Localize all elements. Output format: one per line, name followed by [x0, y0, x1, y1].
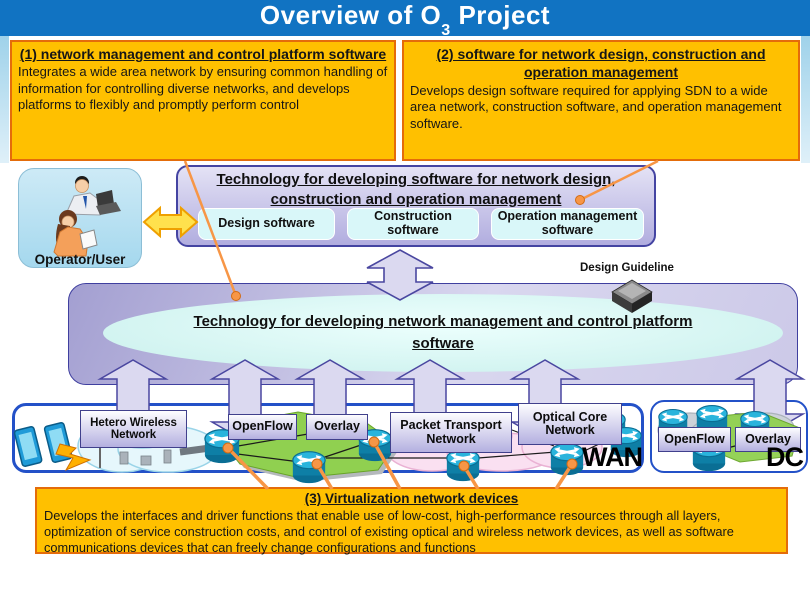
- design-software-items: Design software Construction software Op…: [198, 208, 644, 240]
- callout-box-3: (3) Virtualization network devices Devel…: [35, 487, 788, 556]
- platform-title: Technology for developing network manage…: [193, 313, 693, 352]
- dc-openflow-label: OpenFlow: [658, 427, 731, 452]
- platform-box: Technology for developing network manage…: [68, 283, 798, 385]
- optical-core-network-label: Optical Core Network: [518, 403, 622, 445]
- callout-2-body: Develops design software required for ap…: [410, 82, 782, 131]
- design-software-box: Technology for developing software for n…: [176, 165, 656, 247]
- slide-title: Overview of O3 Project: [259, 0, 551, 40]
- callout-box-1: (1) network management and control platf…: [10, 40, 396, 161]
- wan-label: WAN: [582, 442, 643, 472]
- wan-overlay-label: Overlay: [306, 414, 368, 440]
- callout-1-body: Integrates a wide area network by ensuri…: [18, 64, 388, 113]
- wan-openflow-label: OpenFlow: [228, 414, 297, 440]
- operator-user-label: Operator/User: [34, 252, 126, 267]
- platform-ellipse: Technology for developing network manage…: [103, 294, 783, 372]
- callout-2-title: (2) software for network design, constru…: [436, 46, 766, 81]
- background-strip-right: [801, 36, 810, 163]
- hetero-wireless-network-label: Hetero Wireless Network: [80, 410, 187, 448]
- operation-management-software-item: Operation management software: [491, 208, 644, 240]
- slide-title-bar: Overview of O3 Project: [0, 0, 810, 40]
- background-strip-left: [0, 36, 9, 163]
- callout-box-2: (2) software for network design, constru…: [402, 40, 800, 161]
- construction-software-item: Construction software: [347, 208, 479, 240]
- callout-3-title: (3) Virtualization network devices: [304, 491, 519, 506]
- callout-1-title: (1) network management and control platf…: [19, 46, 387, 62]
- design-software-item: Design software: [198, 208, 335, 240]
- dc-label: DC: [766, 442, 804, 472]
- callout-3-body: Develops the interfaces and driver funct…: [44, 507, 734, 556]
- design-guideline-label: Design Guideline: [580, 262, 674, 274]
- footer-bar: www.nec.com/en/press/201309/images/1701-…: [0, 556, 810, 592]
- design-software-box-title: Technology for developing software for n…: [216, 171, 616, 208]
- packet-transport-network-label: Packet Transport Network: [390, 412, 512, 453]
